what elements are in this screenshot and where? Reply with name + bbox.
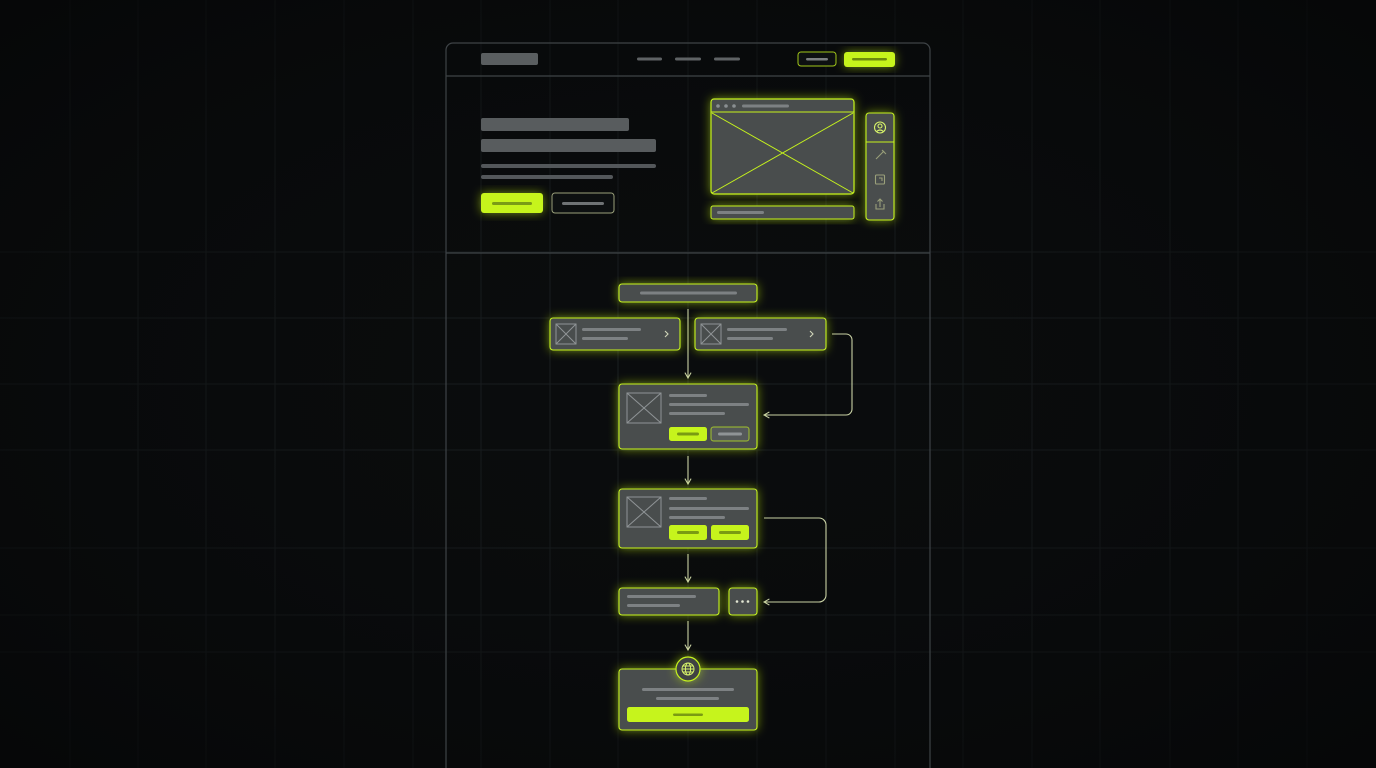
more-icon[interactable]: [735, 600, 750, 603]
logo-placeholder: [481, 53, 538, 65]
wand-icon[interactable]: [875, 149, 887, 160]
nav-item[interactable]: [675, 57, 701, 61]
image-placeholder-icon: [555, 323, 577, 345]
preview-caption-bar: [710, 205, 855, 220]
flow-connectors: [684, 309, 853, 652]
flow-node-option-b[interactable]: [694, 317, 827, 351]
image-placeholder-icon: [626, 496, 662, 528]
connector-option-b-to-detail: [762, 333, 853, 419]
nav-item[interactable]: [637, 57, 662, 61]
connector-confirm-to-more: [762, 517, 827, 606]
confirm-secondary-button[interactable]: [711, 525, 749, 540]
flow-node-summary[interactable]: [618, 587, 720, 616]
page-frame: [445, 42, 931, 768]
image-placeholder-icon: [626, 392, 662, 424]
user-icon[interactable]: [873, 121, 887, 134]
body-line: [481, 175, 613, 179]
body-line: [481, 164, 656, 168]
detail-secondary-button[interactable]: [710, 426, 750, 442]
hero-primary-button[interactable]: [481, 193, 543, 213]
confirm-primary-button[interactable]: [669, 525, 707, 540]
hero-text: [481, 118, 656, 214]
hero-outline-button[interactable]: [551, 192, 615, 214]
flow-node-option-a[interactable]: [549, 317, 681, 351]
globe-icon: [675, 656, 701, 682]
chevron-right-icon: [664, 330, 669, 338]
preview-window: [710, 98, 855, 195]
headline-line: [481, 139, 656, 152]
header: [481, 51, 895, 67]
flow-node-entry[interactable]: [618, 283, 758, 303]
crop-icon[interactable]: [874, 174, 886, 185]
image-placeholder-icon: [700, 323, 722, 345]
header-outline-button[interactable]: [797, 51, 837, 67]
share-icon[interactable]: [875, 198, 885, 210]
side-toolbar: [865, 112, 895, 221]
detail-primary-button[interactable]: [669, 427, 707, 441]
final-primary-button[interactable]: [627, 707, 749, 722]
chevron-right-icon: [809, 330, 814, 338]
headline-line: [481, 118, 629, 131]
header-primary-button[interactable]: [844, 52, 895, 67]
nav-item[interactable]: [714, 57, 740, 61]
